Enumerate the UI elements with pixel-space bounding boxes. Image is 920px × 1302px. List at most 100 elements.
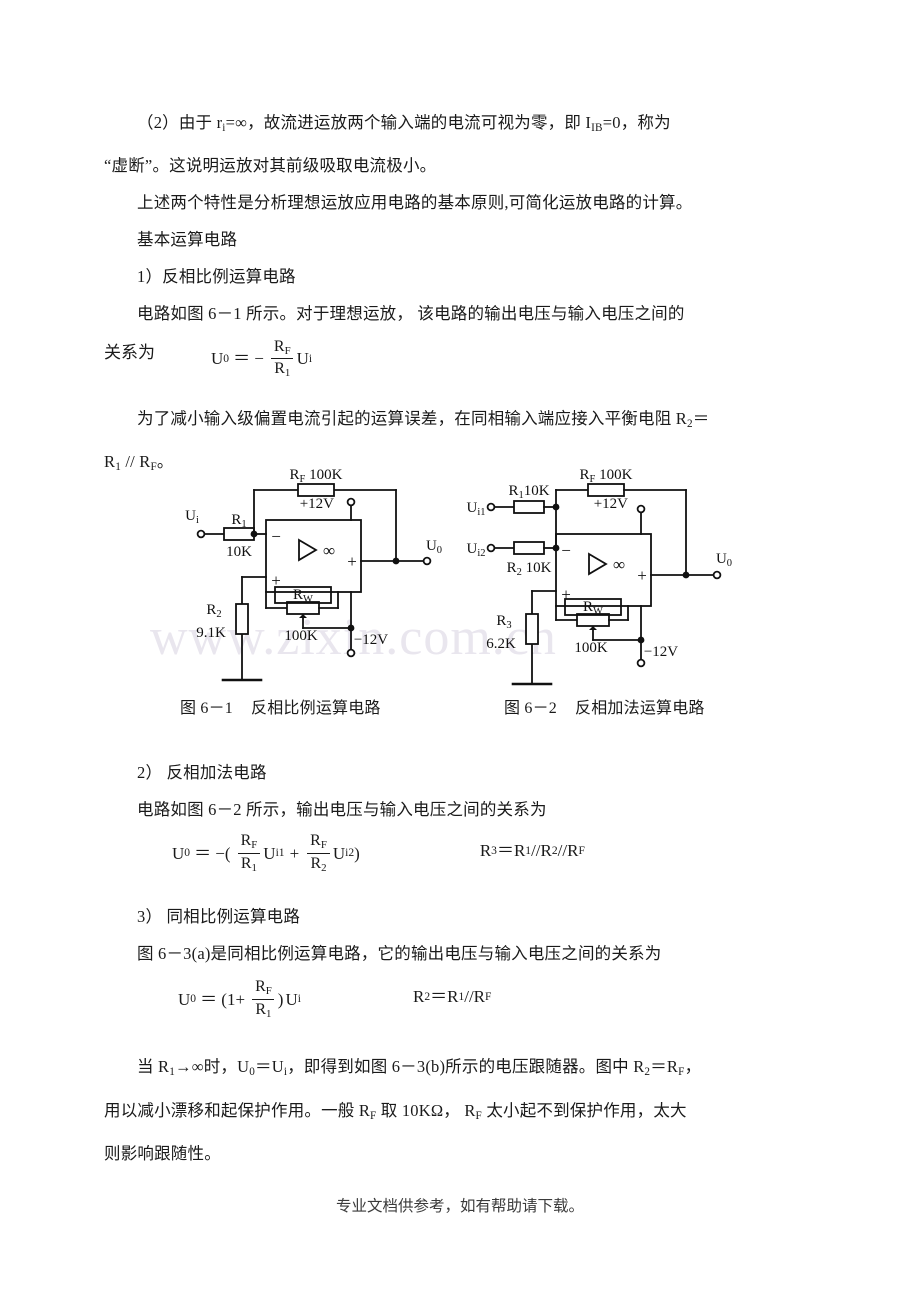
junction-dot-inv — [250, 530, 258, 538]
label-vplus: +12V — [300, 496, 334, 512]
f3-tail: U — [285, 989, 298, 1009]
pin-inverting: − — [561, 541, 571, 560]
figure-6-2: Ui1 Ui2 R110K R2 10K RF 100K +12V −12V U… — [456, 462, 756, 700]
p11-b: →∞时，U — [175, 1057, 250, 1077]
f1-lhs-sub: 0 — [223, 352, 230, 366]
page-footer: 专业文档供参考，如有帮助请下载。 — [335, 1198, 584, 1215]
terminal-vplus — [636, 504, 646, 514]
figure-6-1-svg: Ui R1 10K RF 100K +12V −12V U0 R2 9.1K R… — [185, 467, 442, 682]
junction-dot-in1 — [552, 503, 560, 511]
rw-frame — [274, 586, 332, 604]
terminal-output — [422, 556, 432, 566]
p6-seg-a: 为了减小输入级偏置电流引起的运算误差，在同相输入端应接入平衡电阻 R — [137, 409, 687, 429]
p5-line1: 电路如图 6－1 所示。对于理想运放， 该电路的输出电压与输入电压之间的 — [137, 304, 685, 324]
f3-tail-sub: i — [297, 992, 301, 1006]
f2-num1-r: R — [240, 832, 252, 850]
caption-6-2-title: 反相加法运算电路 — [575, 700, 705, 717]
amplifier-triangle — [588, 552, 608, 576]
paragraph-8: 电路如图 6－2 所示，输出电压与输入电压之间的关系为 — [137, 800, 547, 820]
f3-lhs-sub: 0 — [190, 992, 197, 1006]
terminal-vplus — [346, 497, 356, 507]
terminal-vminus — [346, 648, 356, 658]
f1-num: RF — [271, 338, 294, 358]
f3c-sl: // — [464, 987, 474, 1007]
p1-seg-c: =0，称为 — [602, 113, 671, 132]
paragraph-1: （2）由于 ri=∞，故流进运放两个输入端的电流可视为零，即 IIB=0，称为“… — [104, 104, 820, 184]
junction-dot-out — [682, 571, 690, 579]
f2-close: ) — [354, 843, 360, 863]
p11-c-sub: i — [283, 1066, 288, 1079]
pin-inverting: − — [271, 527, 281, 546]
rw-frame — [564, 598, 622, 616]
p6-end: 。 — [156, 452, 174, 472]
heading-section-3: 3） 同相比例运算电路 — [137, 907, 301, 927]
resistor-r3 — [525, 613, 539, 645]
f1-num-sub: F — [284, 345, 291, 358]
f2-mid2: U — [332, 843, 346, 863]
f3-num: RF — [252, 978, 275, 998]
p11-b-sub: 0 — [249, 1066, 256, 1079]
label-open-loop-gain: ∞ — [323, 541, 335, 560]
rw-wiper-arrow — [589, 626, 597, 630]
heading-section-1: 1）反相比例运算电路 — [137, 267, 296, 287]
paragraph-2: 上述两个特性是分析理想运放应用电路的基本原则,可简化运放电路的计算。 — [137, 193, 693, 213]
figures-spacer — [104, 486, 820, 754]
pin-output: + — [637, 566, 647, 585]
pin-output: + — [347, 552, 357, 571]
label-input1: Ui1 — [466, 500, 485, 518]
f2-mid2-sub: i2 — [345, 846, 355, 860]
f3c-r2-sub: 2 — [424, 990, 431, 1004]
f3-num-r: R — [255, 978, 266, 996]
f3c-r2: R — [412, 987, 425, 1007]
junction-dot-neg-rail — [347, 624, 355, 632]
f3c-r1-sub: 1 — [458, 990, 465, 1004]
rw-wiper-arrow — [299, 614, 307, 618]
p1-sub-iib: IB — [591, 122, 603, 135]
label-rf: RF 100K — [290, 467, 343, 485]
f2-den2-r: R — [310, 854, 322, 872]
f3-eq: ＝ (1+ — [200, 989, 246, 1009]
label-output: U0 — [426, 538, 442, 556]
p11-f: ， — [684, 1057, 702, 1077]
f3-den-sub: 1 — [266, 1007, 272, 1020]
resistor-r2 — [235, 603, 249, 635]
label-rf: RF 100K — [580, 467, 633, 485]
f1-den-sub: 1 — [284, 367, 291, 380]
p11-a-sub: 1 — [169, 1066, 176, 1079]
resistor-rf — [297, 483, 335, 497]
p11-d-sub: 2 — [644, 1066, 651, 1079]
f3c-rf: R — [473, 987, 486, 1007]
f2c-r3-sub: 3 — [491, 844, 497, 858]
junction-dot-out — [392, 557, 400, 565]
f2c-r3: R — [479, 841, 492, 861]
label-r1-value: 10K — [226, 544, 252, 560]
opamp-body — [265, 519, 362, 593]
p11-g: 用以减小漂移和起保护作用。一般 R — [104, 1100, 371, 1120]
terminal-input1 — [486, 502, 496, 512]
p11-d: ，即得到如图 6－3(b)所示的电压跟随器。图中 R — [287, 1057, 645, 1077]
f2-fraction-2: RF R2 — [307, 832, 330, 874]
f2-den1-r: R — [240, 854, 252, 872]
f2-num2: RF — [307, 832, 330, 852]
f1-num-r: R — [273, 338, 285, 356]
f2-plus: + — [289, 843, 300, 863]
f3-den: R1 — [252, 998, 275, 1020]
p11-i: 太小起不到保护作用，太大 — [482, 1100, 687, 1120]
label-rw-name: RW — [293, 587, 313, 605]
label-r1-name: R1 — [231, 512, 246, 530]
p6-rf-sub: F — [150, 461, 157, 474]
f2-lhs-sub: 0 — [184, 846, 191, 860]
figures-block: Ui R1 10K RF 100K +12V −12V U0 R2 9.1K R… — [104, 462, 820, 732]
label-r3-value: 6.2K — [486, 636, 516, 652]
label-r1: R110K — [508, 483, 549, 501]
f2-eq: ＝ −( — [194, 843, 231, 863]
f2-mid1-sub: i1 — [275, 846, 285, 860]
f2c-eq: ＝ — [496, 841, 514, 861]
